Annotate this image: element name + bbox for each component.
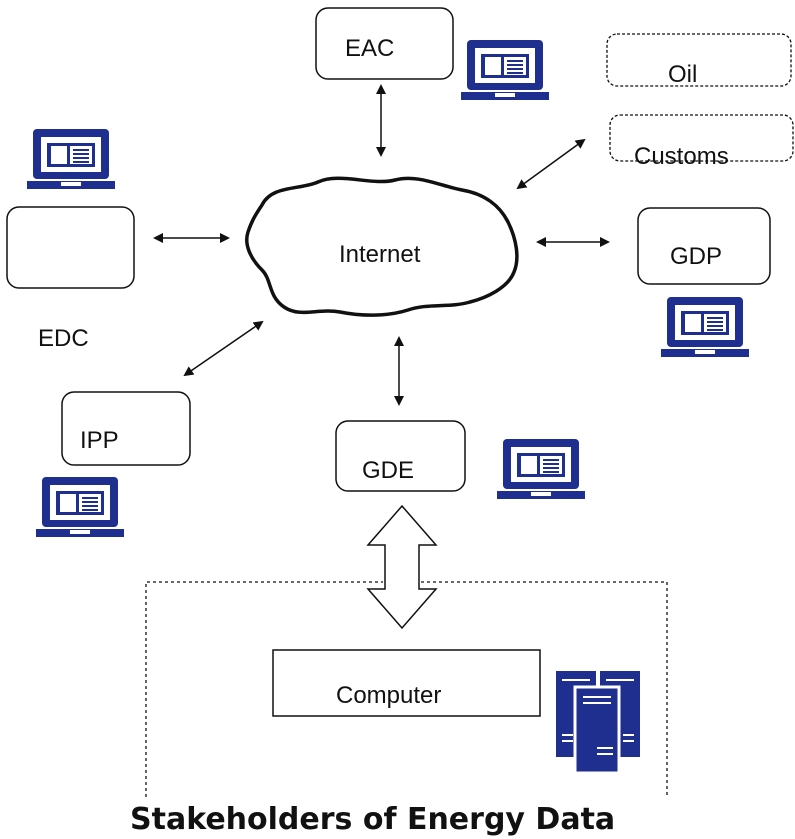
oil-box <box>606 33 792 87</box>
double-arrow-gde-computer <box>366 504 438 630</box>
edc-box <box>6 206 135 289</box>
laptop-icon-eac <box>461 40 549 100</box>
customs-label: Customs <box>634 143 729 170</box>
arrow-ipp-internet <box>183 320 264 377</box>
computer-label: Computer <box>336 682 441 709</box>
gdp-label: GDP <box>670 243 722 270</box>
diagram-caption: Stakeholders of Energy Data <box>130 802 615 837</box>
data-center-boundary <box>145 581 668 797</box>
ipp-label: IPP <box>80 427 119 454</box>
gde-box <box>335 420 466 492</box>
eac-box <box>315 7 454 80</box>
ipp-box <box>61 391 191 466</box>
gdp-box <box>637 207 771 285</box>
server-icon <box>556 671 640 775</box>
gde-label: GDE <box>362 457 414 484</box>
laptop-icon-gdp <box>661 297 749 357</box>
eac-label: EAC <box>345 35 394 62</box>
laptop-icon-gde <box>497 439 585 499</box>
laptop-icon-edc <box>27 129 115 189</box>
laptop-icon-ipp <box>36 477 124 537</box>
arrow-internet-customs <box>516 138 586 190</box>
internet-label: Internet <box>339 241 421 268</box>
customs-box <box>609 114 794 162</box>
internet-cloud <box>245 176 519 317</box>
computer-box <box>272 649 541 717</box>
oil-label: Oil <box>668 61 697 88</box>
edc-label: EDC <box>38 325 89 352</box>
